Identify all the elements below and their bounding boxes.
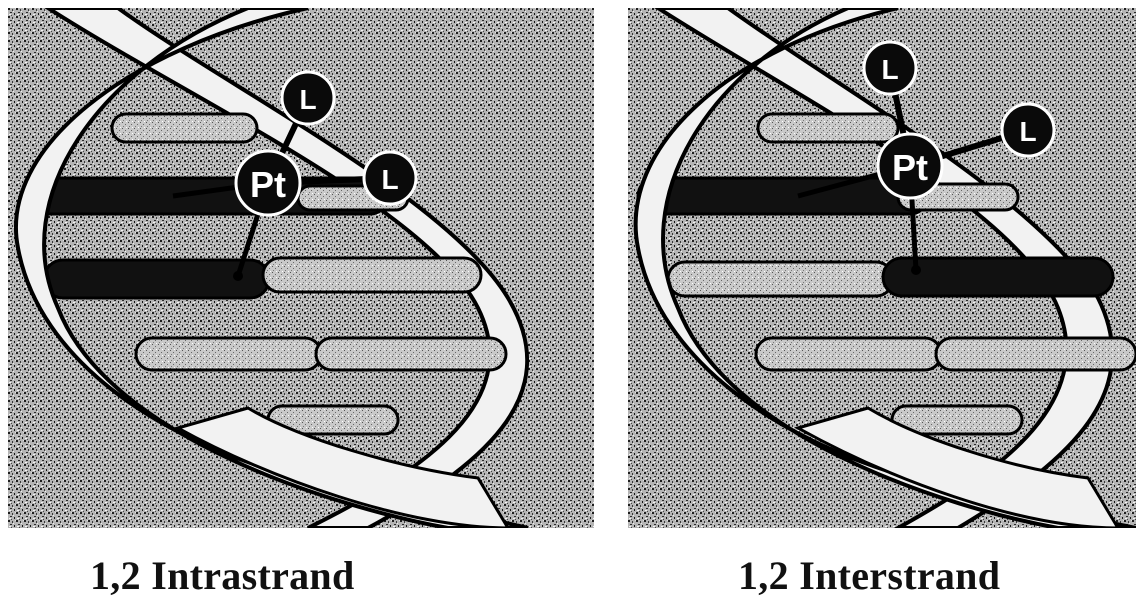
ligand-label: L	[299, 84, 316, 115]
base-pair-rung	[263, 258, 481, 292]
base-pair-rung	[756, 338, 941, 370]
platinum-label: Pt	[250, 164, 286, 205]
interstrand-caption: 1,2 Interstrand	[738, 552, 1000, 599]
base-pair-rung	[136, 338, 321, 370]
intrastrand-diagram: L L Pt	[8, 8, 594, 528]
base-pair-rung	[112, 114, 257, 142]
base-pair-rung	[316, 338, 506, 370]
ligand-label: L	[381, 164, 398, 195]
base-pair-rung	[936, 338, 1136, 370]
base-pair-rung	[758, 114, 898, 142]
interstrand-diagram: L L Pt	[628, 8, 1136, 528]
base-pair-rung	[668, 262, 893, 296]
platinum-label: Pt	[892, 147, 928, 188]
ligand-label: L	[881, 54, 898, 85]
interstrand-svg: L L Pt	[628, 8, 1136, 528]
intrastrand-svg: L L Pt	[8, 8, 594, 528]
intrastrand-caption: 1,2 Intrastrand	[90, 552, 355, 599]
ligand-label: L	[1019, 116, 1036, 147]
